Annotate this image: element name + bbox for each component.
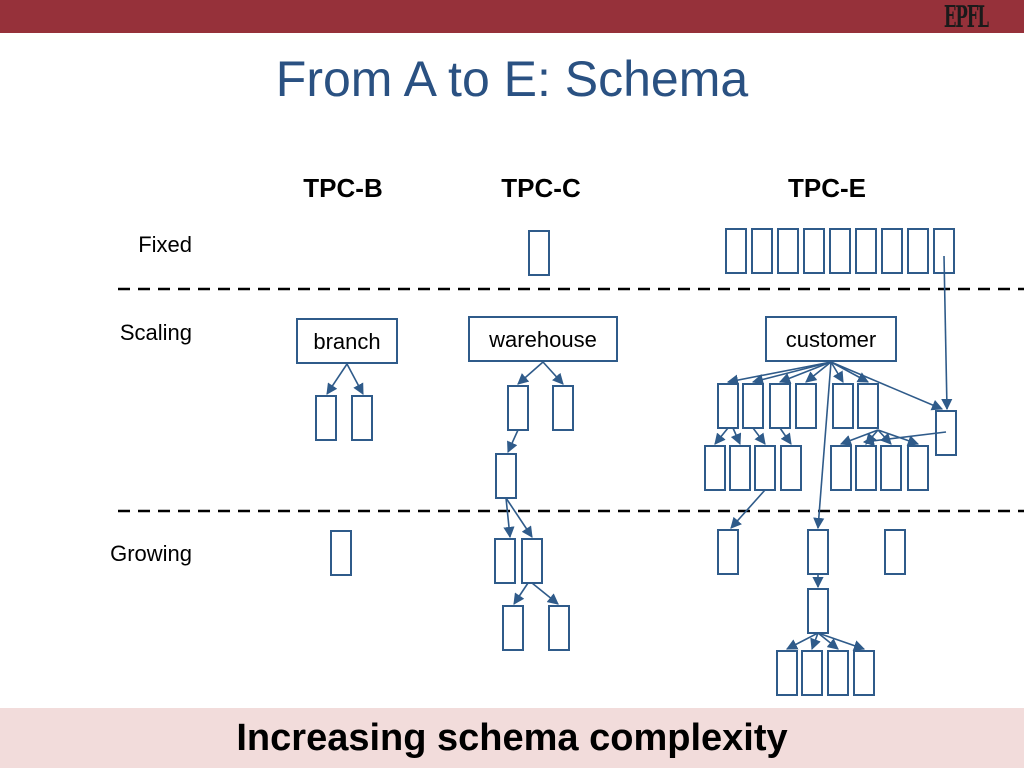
column-header-tpc-c: TPC-C: [501, 173, 581, 203]
table-customer: [765, 316, 897, 362]
table-box: [315, 395, 337, 441]
table-warehouse: [468, 316, 618, 362]
relation-arrow: [714, 427, 729, 445]
table-box: [742, 383, 764, 429]
relation-arrow: [810, 632, 821, 651]
relation-arrow: [779, 427, 792, 445]
relation-arrow: [542, 361, 564, 385]
relation-arrow: [941, 255, 953, 411]
table-box: [777, 228, 799, 274]
table-box: [725, 228, 747, 274]
table-box: [807, 529, 829, 575]
table-box: [855, 445, 877, 491]
relation-arrow: [513, 582, 529, 605]
table-box: [803, 228, 825, 274]
relation-arrow: [505, 497, 533, 538]
relation-arrow: [517, 361, 544, 385]
table-box: [704, 445, 726, 491]
relation-arrow: [730, 427, 742, 446]
table-box: [829, 228, 851, 274]
table-box: [769, 383, 791, 429]
relation-arrow: [830, 361, 844, 383]
table-box: [717, 529, 739, 575]
table-box: [830, 445, 852, 491]
table-box: [548, 605, 570, 651]
table-box: [552, 385, 574, 431]
footer-caption: Increasing schema complexity: [236, 717, 788, 759]
top-bar: [0, 0, 1024, 33]
table-box: [495, 453, 517, 499]
table-box: [832, 383, 854, 429]
slide-title: From A to E: Schema: [275, 51, 749, 107]
table-box: [907, 228, 929, 274]
table-warehouse-label: warehouse: [488, 327, 597, 352]
relation-arrow: [862, 431, 947, 447]
table-box: [502, 605, 524, 651]
table-box: [827, 650, 849, 696]
table-box: [754, 445, 776, 491]
table-box: [907, 445, 929, 491]
relation-arrow: [839, 429, 879, 446]
relation-arrow: [786, 632, 819, 650]
table-box: [780, 445, 802, 491]
relation-arrow: [751, 361, 832, 385]
table-box: [729, 445, 751, 491]
relation-arrow: [813, 361, 832, 530]
relation-arrow: [877, 429, 920, 446]
table-box: [880, 445, 902, 491]
table-box: [853, 650, 875, 696]
column-header-tpc-e: TPC-E: [788, 173, 866, 203]
relation-arrow: [507, 429, 519, 454]
table-box: [801, 650, 823, 696]
table-box: [507, 385, 529, 431]
relation-arrow: [877, 429, 892, 445]
relation-arrow: [805, 361, 832, 383]
relation-arrow: [817, 632, 866, 651]
relation-arrow: [326, 363, 348, 395]
table-box: [857, 383, 879, 429]
row-label-scaling: Scaling: [119, 320, 192, 345]
table-box: [521, 538, 543, 584]
relation-arrow: [730, 489, 766, 529]
table-branch-label: branch: [313, 329, 380, 354]
table-box: [330, 530, 352, 576]
footer-band: [0, 708, 1024, 768]
table-box: [855, 228, 877, 274]
table-box: [494, 538, 516, 584]
table-box: [751, 228, 773, 274]
table-box: [717, 383, 739, 429]
column-header-tpc-b: TPC-B: [303, 173, 383, 203]
table-box: [776, 650, 798, 696]
table-box: [881, 228, 903, 274]
epfl-logo: EPFL: [944, 0, 989, 35]
relation-arrow: [817, 632, 839, 650]
relation-arrow: [752, 427, 766, 445]
relation-arrow: [503, 497, 515, 539]
table-customer-label: customer: [786, 327, 876, 352]
table-box: [351, 395, 373, 441]
relation-arrow: [865, 429, 879, 445]
relation-arrow: [778, 361, 832, 384]
relation-arrow: [531, 582, 559, 605]
row-label-fixed: Fixed: [138, 232, 192, 257]
relation-arrow: [726, 361, 832, 386]
table-branch: [296, 318, 398, 364]
table-box: [807, 588, 829, 634]
row-label-growing: Growing: [110, 541, 192, 566]
table-box: [795, 383, 817, 429]
table-box: [528, 230, 550, 276]
table-box: [884, 529, 906, 575]
relation-arrow: [830, 361, 944, 411]
relation-arrow: [346, 363, 364, 395]
